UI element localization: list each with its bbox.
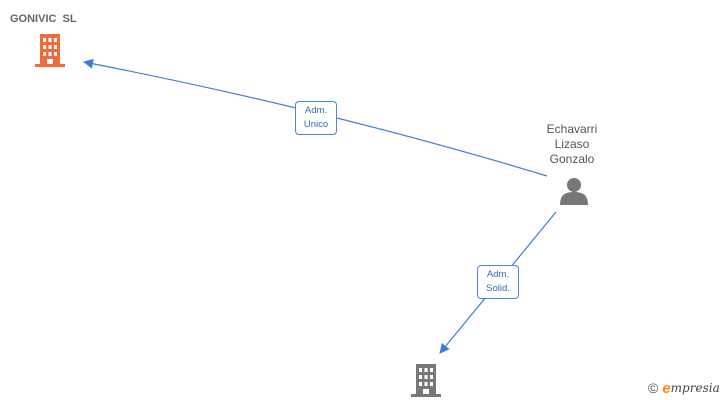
person-name-line-2: Lizaso <box>554 137 590 151</box>
person-name-line-3: Gonzalo <box>549 152 595 166</box>
relation-label-line: Solid. <box>486 283 510 294</box>
copyright-symbol: © <box>648 380 659 396</box>
brand-initial: e <box>662 379 671 397</box>
relation-label-line: Adm. <box>304 105 328 116</box>
person-name[interactable]: Echavarri Lizaso Gonzalo <box>532 122 612 167</box>
brand-name: mpresia <box>670 381 720 395</box>
relation-label-line: Adm. <box>486 269 510 280</box>
building-icon[interactable] <box>34 32 66 68</box>
person-name-line-1: Echavarri <box>546 122 598 136</box>
person-icon[interactable] <box>559 176 589 206</box>
building-icon[interactable] <box>410 362 442 398</box>
relation-label-adm-unico[interactable]: Adm. Unico <box>295 101 337 135</box>
company-name-gonivic[interactable]: GONIVIC SL <box>10 13 77 25</box>
empresia-logo: © e mpresia <box>648 378 720 398</box>
relation-label-adm-solid[interactable]: Adm. Solid. <box>477 265 519 299</box>
relation-label-line: Unico <box>303 119 329 130</box>
